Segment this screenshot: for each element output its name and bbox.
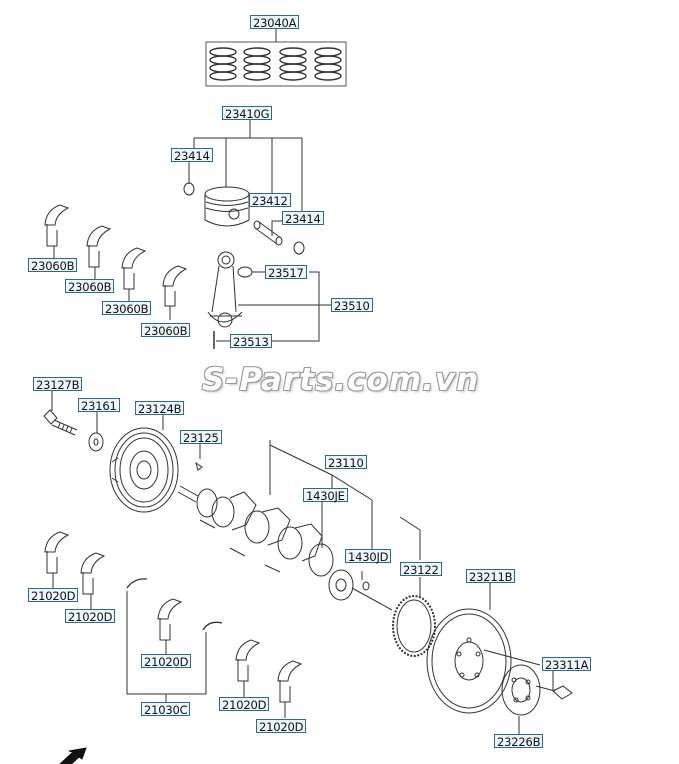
label-conrod-bearing-3[interactable]: 23060B <box>102 301 152 316</box>
label-adapter-plate[interactable]: 23226B <box>494 734 544 749</box>
label-conrod-bolt[interactable]: 23513 <box>230 334 272 349</box>
label-crankshaft[interactable]: 23110 <box>325 455 367 470</box>
label-ring-set[interactable]: 23040A <box>250 15 300 30</box>
label-pulley-bolt[interactable]: 23127B <box>33 377 83 392</box>
label-main-bearing-2[interactable]: 21020D <box>65 609 116 624</box>
damper-pulley-icon <box>109 427 179 513</box>
label-main-bearing-3[interactable]: 21020D <box>141 654 192 669</box>
label-main-bearing-5[interactable]: 21020D <box>256 719 307 734</box>
label-main-bearing-4[interactable]: 21020D <box>219 697 270 712</box>
snap-ring-icon <box>293 241 305 255</box>
thrust-washer-icon <box>202 621 223 631</box>
label-conrod-bearing-2[interactable]: 23060B <box>65 279 115 294</box>
label-washer[interactable]: 23161 <box>78 398 120 413</box>
snap-ring-icon <box>183 182 195 196</box>
piston-icon <box>204 186 250 227</box>
conrod-bearing-icon <box>44 204 188 307</box>
key-icon <box>195 461 203 471</box>
label-snap-ring-left[interactable]: 23414 <box>171 148 213 163</box>
label-conrod-bearing-4[interactable]: 23060B <box>141 323 191 338</box>
label-pin-1430jd[interactable]: 1430JD <box>345 549 392 564</box>
label-main-bearing-1[interactable]: 21020D <box>28 588 79 603</box>
flywheel-bolt-icon <box>552 685 573 700</box>
label-flywheel[interactable]: 23211B <box>466 569 516 584</box>
label-piston-pin[interactable]: 23412 <box>249 193 291 208</box>
label-pin-1430je[interactable]: 1430JE <box>303 488 348 503</box>
label-flywheel-bolt[interactable]: 23311A <box>542 657 592 672</box>
thrust-washer-icon <box>126 578 148 589</box>
watermark: S-Parts.com.vn <box>202 362 480 398</box>
pulley-bolt-icon <box>43 409 78 436</box>
label-thrust-washer[interactable]: 21030C <box>141 702 191 717</box>
label-connecting-rod[interactable]: 23510 <box>331 298 373 313</box>
piston-ring-set-icon <box>205 29 347 87</box>
label-conrod-bearing-1[interactable]: 23060B <box>28 258 78 273</box>
label-damper-pulley[interactable]: 23124B <box>135 401 185 416</box>
ring-gear-icon <box>392 595 436 657</box>
label-snap-ring-right[interactable]: 23414 <box>282 211 324 226</box>
label-conrod-bushing[interactable]: 23517 <box>265 265 307 280</box>
bushing-icon <box>237 266 253 278</box>
front-direction-arrow-icon <box>59 747 87 764</box>
label-ring-gear[interactable]: 23122 <box>400 562 442 577</box>
crankshaft-icon <box>177 440 421 601</box>
label-key[interactable]: 23125 <box>180 430 222 445</box>
label-piston-assy[interactable]: 23410G <box>222 106 273 121</box>
flywheel-icon <box>426 608 512 714</box>
washer-icon <box>88 432 104 452</box>
connecting-rod-icon <box>207 251 243 328</box>
piston-pin-icon <box>253 220 283 246</box>
adapter-plate-icon <box>501 664 541 716</box>
